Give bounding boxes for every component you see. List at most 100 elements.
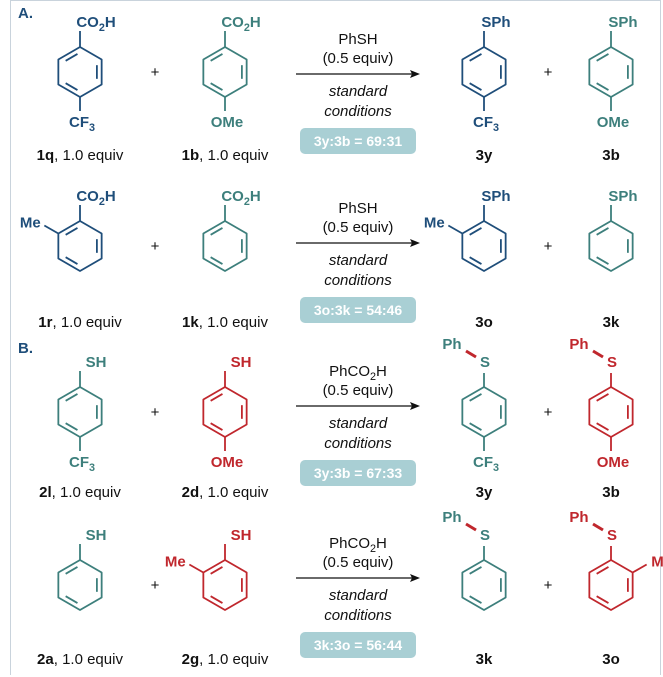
plus-sign: + — [151, 577, 160, 594]
double-bond — [210, 82, 223, 91]
sulfur-atom: S — [480, 527, 490, 544]
compound-caption: 1r, 1.0 equiv — [38, 314, 122, 331]
top-substituent: SH — [86, 354, 107, 371]
double-bond — [596, 256, 609, 265]
para-substituent: CF3 — [69, 114, 95, 134]
ortho-substituent: Me — [165, 554, 186, 571]
reagent-name: PhCO2H — [329, 363, 387, 383]
ortho-bond — [43, 224, 59, 235]
double-bond — [469, 595, 482, 604]
molecule-13: S Ph — [442, 509, 507, 611]
sulfur-atom: S — [607, 354, 617, 371]
compound-caption: 2g, 1.0 equiv — [182, 651, 269, 668]
ring-outline — [461, 220, 507, 272]
conditions-line-1: standard — [329, 415, 388, 432]
compound-caption: 1b, 1.0 equiv — [182, 147, 269, 164]
product-label: 3y — [476, 484, 493, 501]
compound-caption: 2d, 1.0 equiv — [182, 484, 269, 501]
molecule-9: SH Me — [165, 527, 252, 611]
double-bond — [65, 256, 78, 265]
plus-sign: + — [544, 64, 553, 81]
para-substituent: OMe — [597, 454, 630, 471]
double-bond — [65, 595, 78, 604]
s-ph-bond — [465, 349, 477, 359]
compound-caption: 1k, 1.0 equiv — [182, 314, 268, 331]
benzene-ring — [461, 559, 507, 611]
ortho-substituent: Me — [424, 215, 445, 232]
ratio-badge — [300, 632, 416, 658]
double-bond — [596, 422, 609, 431]
top-substituent: CO2H — [76, 14, 115, 34]
ring-outline — [57, 559, 103, 611]
benzene-ring — [461, 46, 507, 98]
double-bond — [210, 566, 223, 575]
plus-sign: + — [151, 238, 160, 255]
top-substituent: SPh — [481, 14, 510, 31]
double-bond — [469, 393, 482, 402]
s-ph-bond — [592, 522, 604, 532]
conditions-line-2: conditions — [324, 272, 392, 289]
benzene-ring — [202, 46, 248, 98]
product-label: 3k — [603, 314, 620, 331]
ring-outline — [461, 46, 507, 98]
phenyl-label: Ph — [442, 509, 461, 526]
para-substituent: OMe — [211, 114, 244, 131]
reaction-arrow-block: PhCO2H(0.5 equiv)standardconditions3y:3b… — [296, 363, 420, 486]
conditions-line-2: conditions — [324, 607, 392, 624]
molecule-7: SPh — [588, 188, 638, 272]
section-label-b: B. — [18, 340, 33, 357]
reagent-name: PhCO2H — [329, 535, 387, 555]
double-bond — [596, 595, 609, 604]
ratio-badge — [300, 128, 416, 154]
product-label: 3y — [476, 147, 493, 164]
benzene-ring — [202, 559, 248, 611]
ortho-bond — [447, 224, 463, 235]
double-bond — [65, 53, 78, 62]
double-bond — [469, 53, 482, 62]
top-substituent: CO2H — [221, 14, 260, 34]
section-label-a: A. — [18, 5, 33, 22]
double-bond — [596, 566, 609, 575]
benzene-ring — [202, 386, 248, 438]
top-substituent: SH — [231, 527, 252, 544]
compound-caption: 2l, 1.0 equiv — [39, 484, 121, 501]
ortho-bond — [632, 563, 648, 574]
reaction-arrow-block: PhCO2H(0.5 equiv)standardconditions3k:3o… — [296, 535, 420, 658]
ring-outline — [57, 386, 103, 438]
s-ph-bond — [465, 522, 477, 532]
scheme-frame — [10, 0, 661, 675]
ring-outline — [202, 559, 248, 611]
double-bond — [596, 227, 609, 236]
benzene-ring — [588, 220, 634, 272]
arrow-head — [410, 239, 420, 247]
molecule-5: CO2H — [202, 188, 261, 272]
double-bond — [596, 82, 609, 91]
plus-sign: + — [544, 238, 553, 255]
product-label: 3b — [602, 147, 620, 164]
compound-caption: 2a, 1.0 equiv — [37, 651, 123, 668]
top-substituent: SPh — [608, 14, 637, 31]
double-bond — [210, 227, 223, 236]
conditions-line-1: standard — [329, 587, 388, 604]
ratio-badge — [300, 460, 416, 486]
selectivity-ratio: 3y:3b = 69:31 — [314, 133, 403, 149]
ring-outline — [588, 386, 634, 438]
double-bond — [469, 82, 482, 91]
ortho-bond — [188, 563, 204, 574]
para-substituent: OMe — [211, 454, 244, 471]
arrow-head — [410, 70, 420, 78]
reagent-name: PhSH — [338, 31, 377, 48]
ring-outline — [588, 46, 634, 98]
conditions-line-1: standard — [329, 83, 388, 100]
reagent-amount: (0.5 equiv) — [323, 554, 394, 571]
reagent-name: PhSH — [338, 200, 377, 217]
top-substituent: SPh — [608, 188, 637, 205]
double-bond — [469, 256, 482, 265]
benzene-ring — [57, 559, 103, 611]
product-label: 3o — [475, 314, 493, 331]
top-substituent: SPh — [481, 188, 510, 205]
